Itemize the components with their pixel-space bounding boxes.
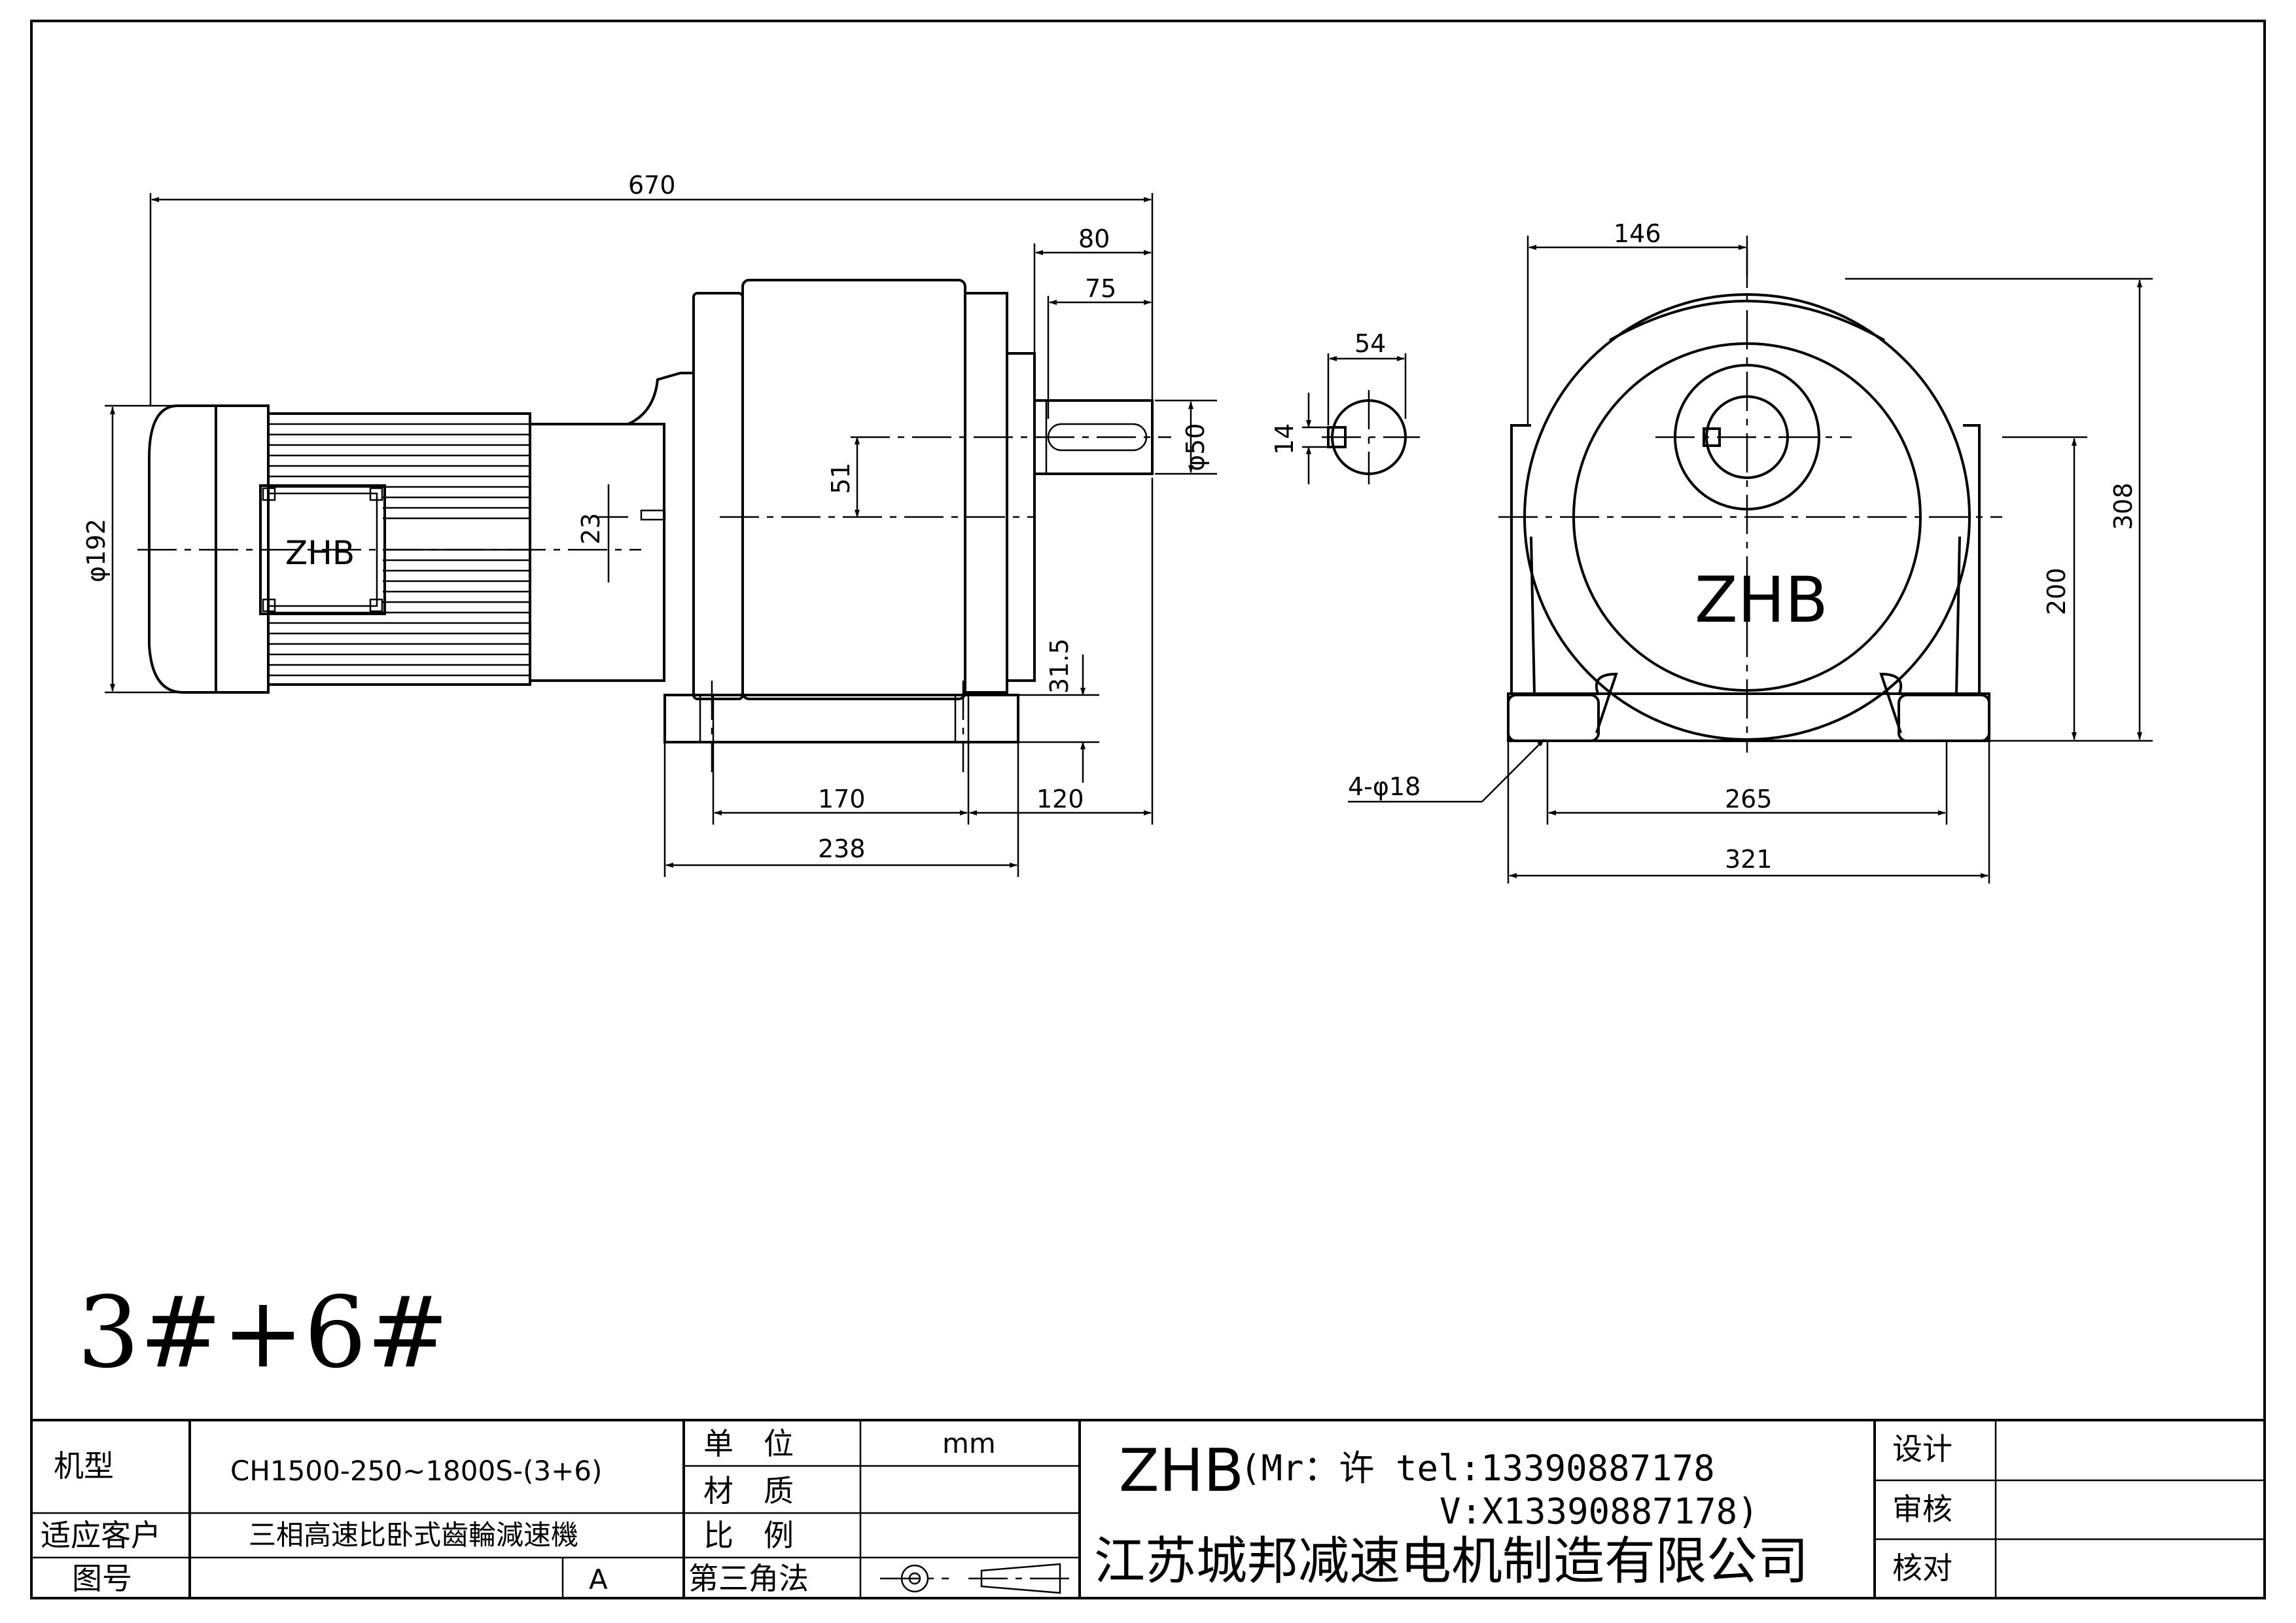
dim-motor-diameter: φ192: [82, 518, 111, 582]
design-label: 设计: [1892, 1431, 1952, 1467]
dim-shaft-center-offset: 146: [1614, 219, 1661, 248]
gear-cover: [1006, 352, 1036, 682]
dim-key-width: 14: [1270, 423, 1299, 455]
adapter-neck: [627, 372, 695, 681]
front-foot-left: [1507, 694, 1600, 742]
side-view: ZHB: [137, 279, 1171, 772]
front-foot-right: [1898, 694, 1990, 742]
title-brand: ZHB: [1119, 1436, 1244, 1505]
drawing-no-label: 图号: [72, 1561, 132, 1596]
company-name: 江苏城邦减速电机制造有限公司: [1094, 1532, 1809, 1591]
side-view-dimensions: 670 80 75 φ50 51 23 φ192 31.5: [82, 171, 1217, 877]
customer-label: 适应客户: [41, 1518, 161, 1553]
base-foot: [663, 694, 1019, 743]
unit-value: mm: [942, 1427, 996, 1459]
adapter-lug: [640, 509, 666, 521]
dim-key-length: 75: [1085, 274, 1116, 303]
projection-label: 第三角法: [688, 1561, 809, 1596]
front-base: [1507, 692, 1990, 742]
fan-cover: [148, 404, 217, 694]
dim-shaft-diameter: φ50: [1181, 423, 1210, 471]
front-view-dimensions: 146 308 200 4-φ18 265 321: [1348, 219, 2153, 883]
front-view: ZHB: [1498, 249, 2002, 753]
model-value: CH1500-250~1800S-(3+6): [230, 1455, 602, 1487]
sheet-border: [30, 20, 2266, 1599]
dim-base-width: 321: [1725, 845, 1773, 874]
dim-base-length: 238: [818, 834, 866, 863]
dim-shaft-end-to-foot: 120: [1036, 785, 1084, 813]
motor-brand-label: ZHB: [285, 534, 355, 572]
check-label: 核对: [1892, 1550, 1952, 1586]
dim-motor-offset: 23: [576, 513, 605, 544]
third-angle-projection-symbol: [880, 1563, 1073, 1594]
terminal-screws: [262, 487, 383, 613]
front-leg-right: [1955, 424, 1981, 694]
gear-housing-flange: [692, 292, 744, 700]
dim-base-hole-pitch: 265: [1725, 785, 1773, 813]
scale-label: 比 例: [703, 1518, 794, 1553]
drawing-no-value: A: [589, 1563, 608, 1596]
shaft-section-view: 54 14: [1270, 329, 1420, 484]
dim-overall-length: 670: [628, 171, 676, 200]
unit-label: 单 位: [703, 1426, 794, 1461]
dim-shaft-length: 80: [1078, 224, 1110, 253]
contact-line-1: (Mr：许 tel:13390887178: [1240, 1448, 1715, 1489]
dim-foot-holes: 4-φ18: [1348, 772, 1421, 801]
title-block: 机型 CH1500-250~1800S-(3+6) 适应客户 三相高速比卧式齒輪…: [31, 1419, 2265, 1598]
customer-value: 三相高速比卧式齒輪減速機: [249, 1519, 578, 1551]
dim-center-height: 200: [2042, 567, 2071, 615]
dim-shaft-offset: 51: [826, 463, 855, 494]
contact-line-2: V:X13390887178): [1439, 1491, 1759, 1532]
material-label: 材 质: [703, 1473, 794, 1508]
model-label: 机型: [54, 1448, 114, 1484]
front-leg-left: [1510, 424, 1536, 694]
dim-foot-hole-pitch: 170: [818, 785, 866, 813]
adapter-flange: [529, 423, 665, 682]
dim-overall-height: 308: [2109, 482, 2138, 530]
foot-bolt-holes: [699, 695, 970, 742]
review-label: 审核: [1892, 1491, 1952, 1527]
gear-housing-front: [964, 292, 1008, 694]
gearbox-brand-label: ZHB: [1695, 563, 1828, 637]
dim-key-height: 54: [1354, 329, 1386, 358]
assembly-code: 3#+6#: [77, 1276, 449, 1390]
dim-foot-height: 31.5: [1045, 638, 1074, 694]
